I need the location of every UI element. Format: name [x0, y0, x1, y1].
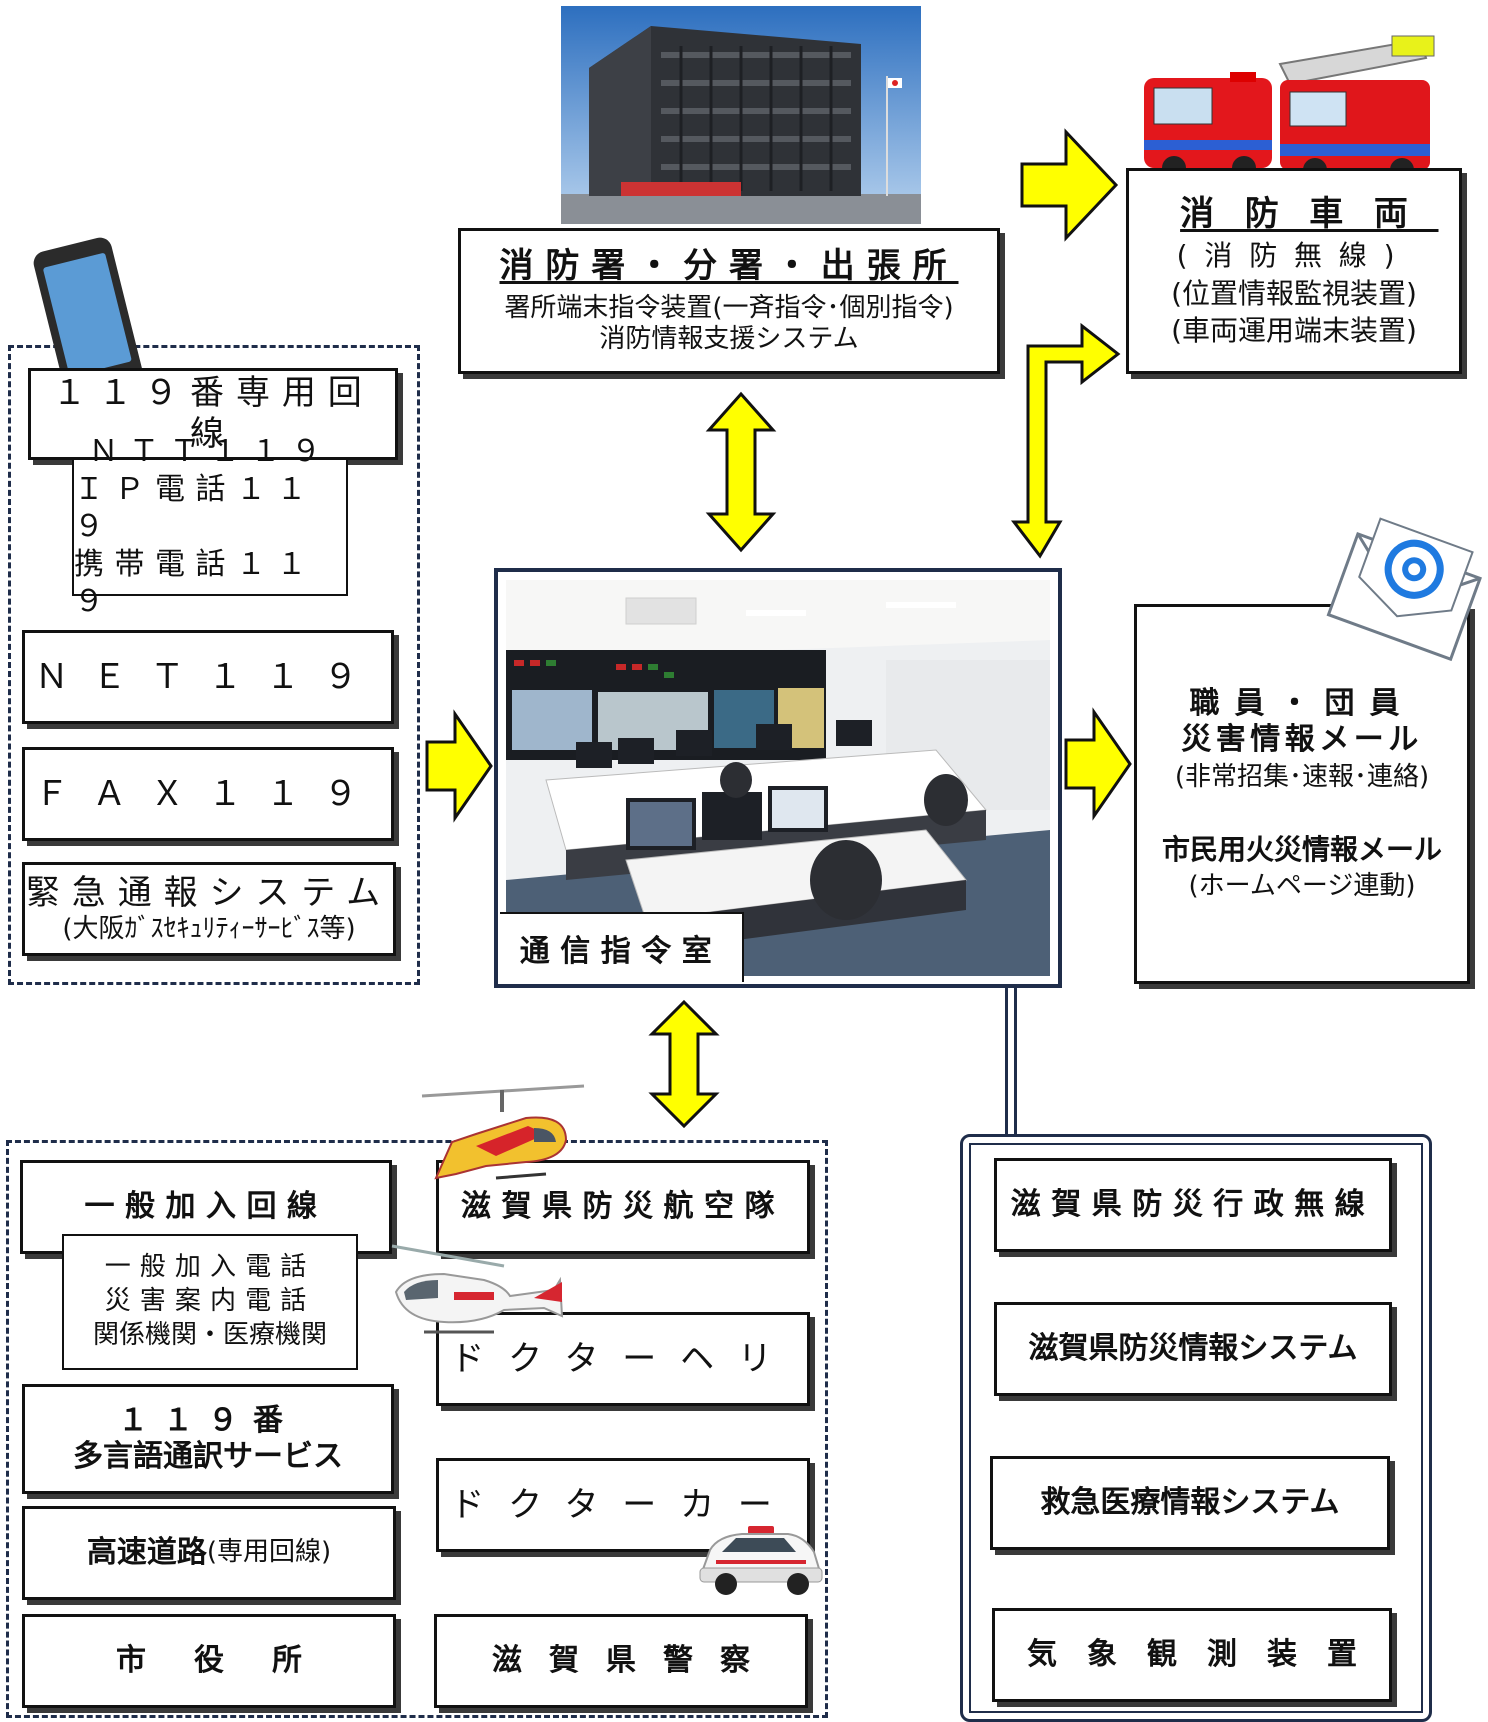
city-hall-box: 市役所 [22, 1614, 396, 1708]
doctor-helicopter-icon [391, 1244, 564, 1334]
doctor-heli-box: ドクターヘリ [436, 1312, 810, 1406]
bent-arrow-command-vehicles-icon [1010, 322, 1121, 559]
fire-station-line1: 署所端末指令装置(一斉指令･個別指令) [504, 293, 954, 324]
doctor-car-label: ドクターカー [450, 1484, 796, 1525]
highway-box: 高速道路 (専用回線) [22, 1506, 396, 1600]
fire-station-line2: 消防情報支援システム [599, 324, 859, 355]
command-room-label-box: 通信指令室 [500, 912, 744, 982]
medical-system-label: 救急医療情報システム [1040, 1485, 1340, 1520]
command-room-frame: 通信指令室 [494, 568, 1062, 988]
fire-truck-icon [1144, 35, 1435, 182]
emergency-lines-group [8, 345, 420, 985]
weather-label: 気象観測装置 [1027, 1637, 1387, 1672]
mail-sub2: (ホームページ連動) [1188, 870, 1416, 901]
medical-system-box: 救急医療情報システム [990, 1456, 1390, 1550]
line119-item-mobile: 携帯電話１１９ [74, 546, 317, 620]
highway-main: 高速道路 [86, 1535, 207, 1570]
police-box: 滋賀県警察 [434, 1614, 808, 1708]
general-item-agencies: 関係機関・医療機関 [92, 1319, 327, 1350]
general-item-guide: 災害案内電話 [104, 1286, 316, 1317]
doctor-heli-label: ドクターヘリ [450, 1338, 796, 1379]
line119-item-ntt: ＮＴＴ１１９ [88, 434, 332, 470]
general-items-box: 一般加入電話 災害案内電話 関係機関・医療機関 [62, 1234, 358, 1370]
aviation-label: 滋賀県防災航空隊 [461, 1189, 785, 1224]
highway-sub: (専用回線) [206, 1537, 332, 1568]
connector-double-line [1005, 988, 1017, 1136]
multilang-box: １１９番 多言語通訳サービス [22, 1384, 394, 1494]
command-room-photo [506, 580, 1050, 976]
net119-label: ＮＥＴ１１９ [34, 656, 382, 697]
mail-title3: 市民用火災情報メール [1161, 833, 1442, 867]
vehicles-line3: (車両運用端末装置) [1171, 314, 1417, 348]
mail-sub1: (非常招集･速報･連絡) [1174, 762, 1430, 793]
city-hall-label: 市役所 [116, 1643, 350, 1678]
fax119-box: ＦＡＸ１１９ [22, 747, 394, 841]
mail-box: 職員・団員 災害情報メール (非常招集･速報･連絡) 市民用火災情報メール (ホ… [1134, 604, 1470, 984]
admin-radio-box: 滋賀県防災行政無線 [994, 1158, 1392, 1252]
weather-box: 気象観測装置 [992, 1608, 1392, 1702]
admin-radio-label: 滋賀県防災行政無線 [1010, 1187, 1376, 1222]
emergency-report-box: 緊急通報システム (大阪ｶﾞｽｾｷｭﾘﾃｨｰｻｰﾋﾞｽ等) [22, 862, 396, 956]
arrow-right-to-vehicles-icon [1020, 128, 1119, 242]
fire-station-building-photo [561, 6, 921, 224]
smartphone-icon [33, 237, 143, 398]
double-arrow-station-command-icon [705, 391, 777, 553]
aviation-box: 滋賀県防災航空隊 [436, 1160, 810, 1254]
police-label: 滋賀県警察 [492, 1643, 777, 1678]
line119-item-ip: ＩＰ電話１１９ [74, 471, 317, 545]
command-room-label: 通信指令室 [519, 934, 723, 969]
fire-station-title: 消防署・分署・出張所 [499, 246, 959, 287]
line119-title: １１９番専用回線 [52, 373, 374, 454]
vehicles-title: 消防車両 [1180, 194, 1439, 235]
arrow-right-to-mail-icon [1064, 707, 1132, 821]
fax119-label: ＦＡＸ１１９ [34, 773, 382, 814]
net119-box: ＮＥＴ１１９ [22, 630, 394, 724]
emergency-report-sub: (大阪ｶﾞｽｾｷｭﾘﾃｨｰｻｰﾋﾞｽ等) [62, 913, 356, 944]
arrow-right-to-command-icon [425, 709, 493, 823]
mail-title2: 災害情報メール [1181, 722, 1423, 758]
emergency-report-title: 緊急通報システム [25, 873, 393, 913]
info-system-label: 滋賀県防災情報システム [1028, 1331, 1358, 1366]
general-line-title: 一般加入回線 [84, 1189, 328, 1224]
multilang-line2: 多言語通訳サービス [73, 1439, 343, 1474]
vehicles-line2: (位置情報監視装置) [1171, 276, 1417, 310]
multilang-line1: １１９番 [118, 1403, 298, 1438]
general-item-phone: 一般加入電話 [104, 1252, 316, 1283]
mail-title1: 職員・団員 [1189, 686, 1415, 722]
disaster-helicopter-icon [421, 1084, 585, 1180]
vehicles-box: 消防車両 (消防無線) (位置情報監視装置) (車両運用端末装置) [1126, 168, 1462, 374]
double-arrow-command-bottom-icon [648, 999, 720, 1129]
info-system-box: 滋賀県防災情報システム [994, 1302, 1392, 1396]
fire-station-box: 消防署・分署・出張所 署所端末指令装置(一斉指令･個別指令) 消防情報支援システ… [458, 228, 1000, 374]
vehicles-line1: (消防無線) [1176, 239, 1412, 272]
line119-items-box: ＮＴＴ１１９ ＩＰ電話１１９ 携帯電話１１９ [72, 434, 348, 619]
general-lines-group [6, 1140, 828, 1718]
prefecture-systems-group [960, 1134, 1432, 1722]
email-envelope-icon [1326, 517, 1482, 662]
doctor-car-icon [699, 1526, 823, 1595]
